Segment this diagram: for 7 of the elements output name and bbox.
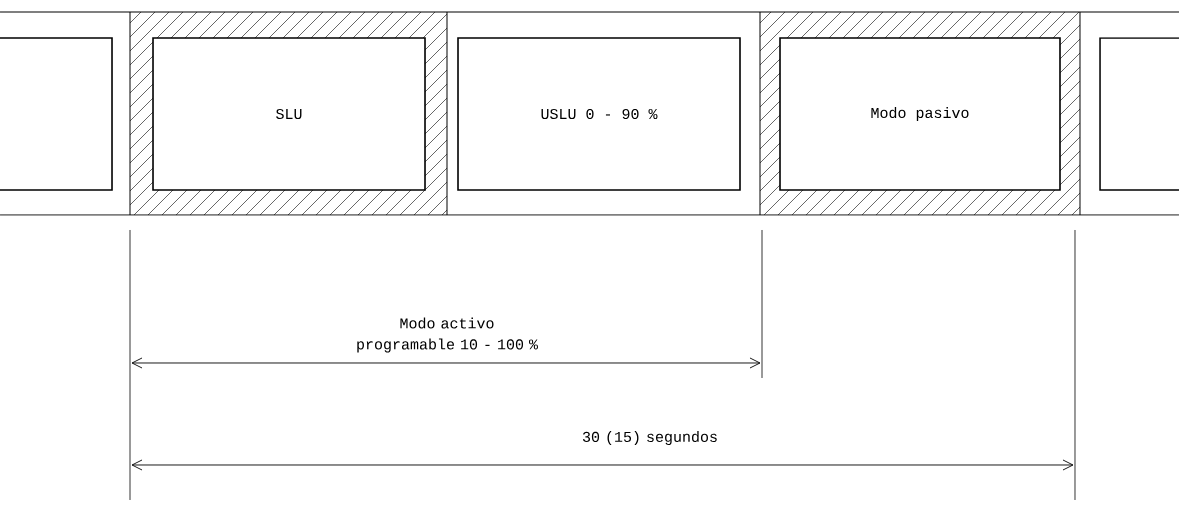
empty-box xyxy=(0,37,113,191)
dimension-label: Modo activo programable 10 - 100 % xyxy=(357,317,538,353)
text-box: USLU 0 - 90 % xyxy=(457,37,741,191)
text-box: Modo pasivo xyxy=(779,37,1061,191)
dimension-label: 30 (15) segundos xyxy=(582,431,717,445)
text-box: SLU xyxy=(152,37,426,191)
empty-box xyxy=(1099,37,1179,191)
